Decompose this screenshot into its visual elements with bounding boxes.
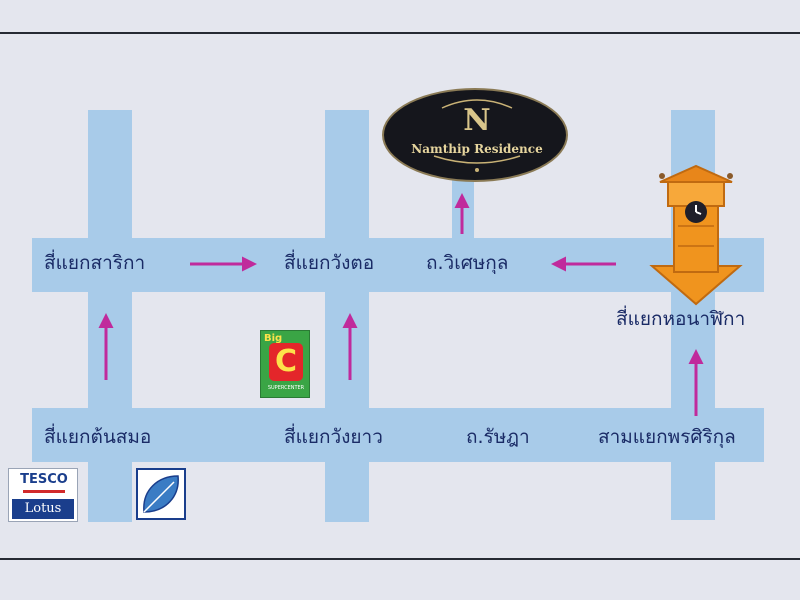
pornsirikul-junction-label: สามแยกพรศิริกุล	[598, 426, 736, 448]
big-c-letter: C	[269, 343, 303, 381]
big-c-logo: Big C SUPERCENTER	[260, 330, 310, 398]
tonsamo-junction-label: สี่แยกต้นสมอ	[44, 426, 152, 448]
residence-initial: N	[463, 103, 491, 138]
ratsada-road-label: ถ.รัษฎา	[466, 426, 530, 448]
residence-name: Namthip Residence	[411, 142, 543, 156]
clock-tower-junction-label: สี่แยกหอนาฬิกา	[616, 308, 746, 330]
wisetkul-road-label: ถ.วิเศษกุล	[426, 252, 509, 274]
top-border-line	[0, 32, 800, 34]
wangtoe-junction-label: สี่แยกวังตอ	[284, 252, 375, 274]
tesco-text: TESCO	[20, 472, 68, 487]
bottom-border-line	[0, 558, 800, 560]
sarika-junction-label: สี่แยกสาริกา	[44, 252, 146, 274]
wisetkul-road	[32, 238, 764, 292]
ratsada-road	[32, 408, 764, 462]
namthip-residence-logo: N Namthip Residence	[382, 88, 568, 182]
tesco-lotus-logo: TESCO Lotus	[8, 468, 78, 522]
leaf-logo-icon	[136, 468, 186, 520]
clock-tower-icon	[649, 164, 743, 306]
lotus-text: Lotus	[12, 499, 74, 519]
big-c-text: Big	[264, 333, 283, 344]
wangyao-junction-label: สี่แยกวังยาว	[284, 426, 383, 448]
residence-ornament	[433, 99, 521, 172]
big-c-subtext: SUPERCENTER	[267, 385, 305, 391]
tesco-stripe	[23, 490, 65, 493]
